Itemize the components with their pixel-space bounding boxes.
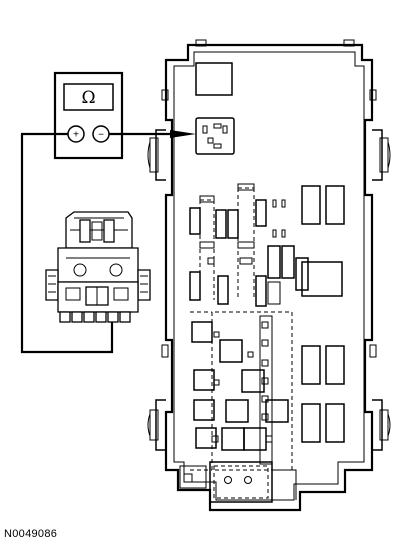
fuse-box-icon bbox=[147, 39, 391, 512]
meter-negative-symbol: − bbox=[98, 130, 104, 141]
meter-positive-symbol: + bbox=[73, 130, 79, 141]
meter-display-symbol: Ω bbox=[81, 88, 95, 108]
connector-icon bbox=[45, 211, 151, 323]
ohmmeter-icon: Ω + − bbox=[53, 71, 124, 160]
test-lead-negative bbox=[109, 130, 196, 138]
figure-reference-id: N0049086 bbox=[4, 528, 58, 540]
